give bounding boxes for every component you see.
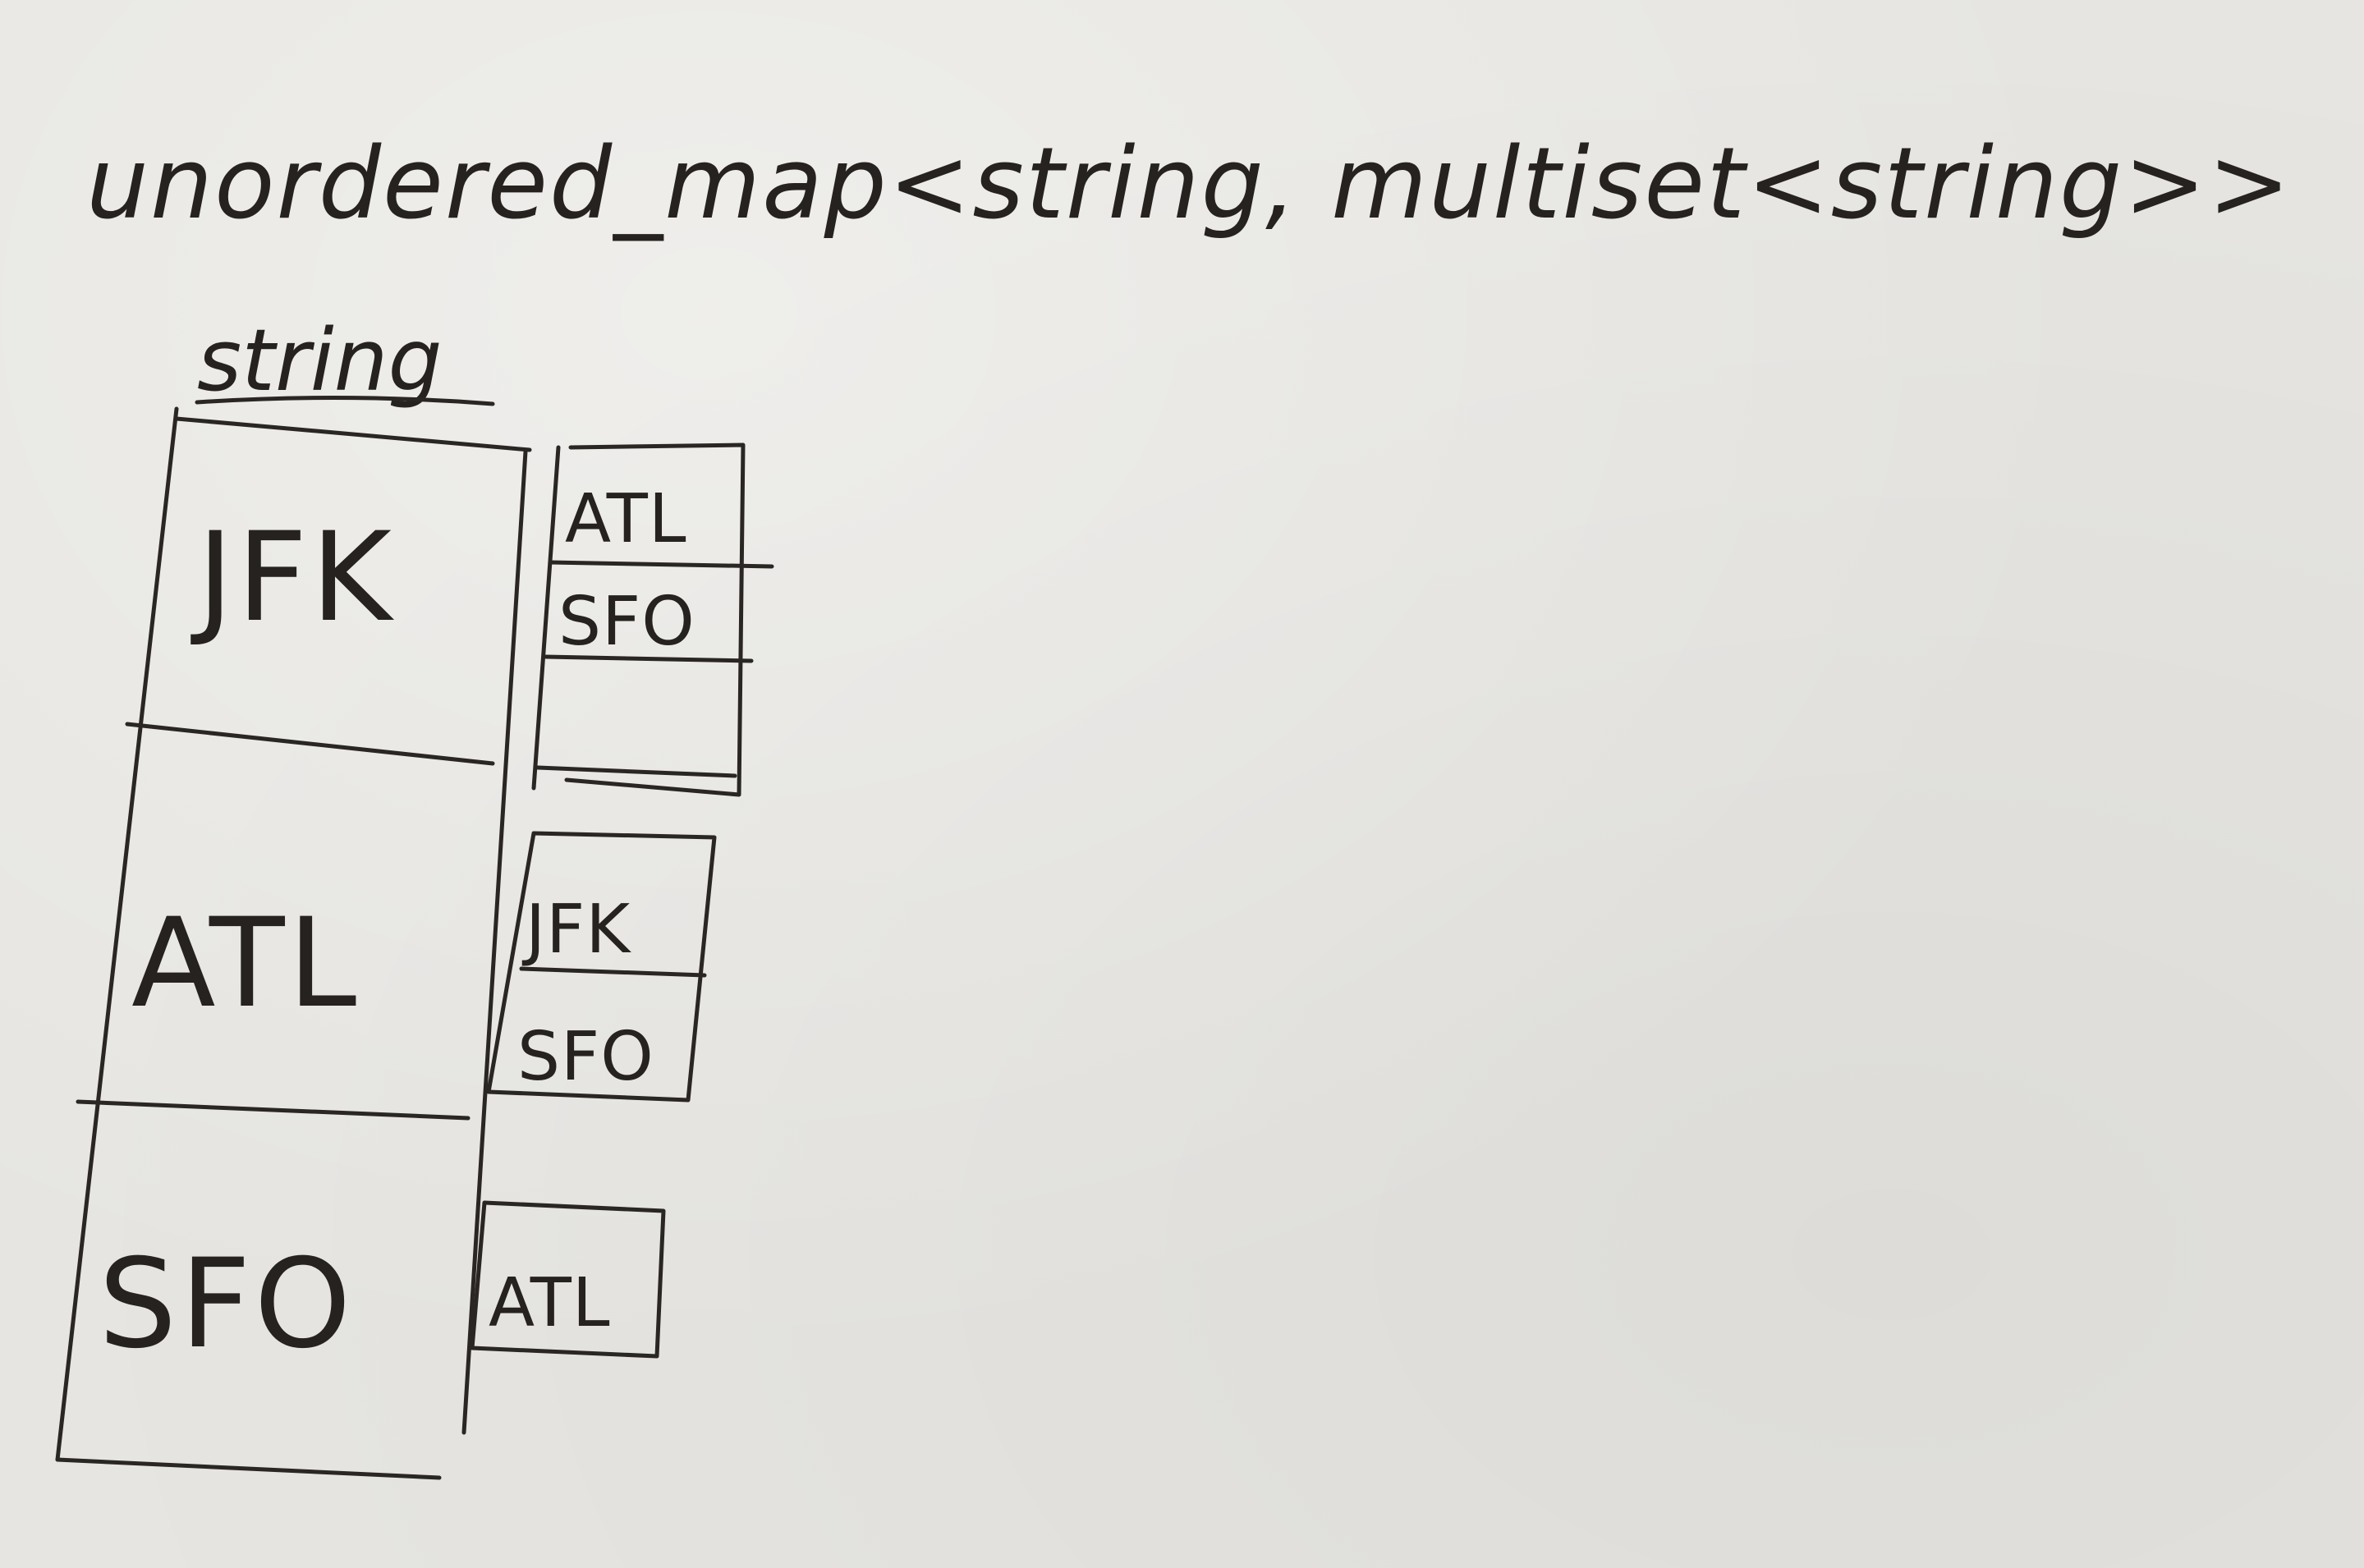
diagram-title: unordered_map<string, multiset<string>>	[86, 127, 2292, 241]
multiset-sfo-value-atl: ATL	[489, 1264, 611, 1342]
key-column-header: string	[197, 310, 443, 410]
key-column-left-border	[55, 406, 179, 1462]
map-key-atl: ATL	[131, 892, 360, 1035]
multiset-jfk-left-border	[531, 445, 561, 791]
multiset-jfk-divider-3	[535, 765, 737, 778]
key-column-right-border	[461, 449, 528, 1435]
multiset-atl-divider-1	[519, 966, 707, 978]
key-column-top-border	[174, 416, 532, 452]
multiset-jfk-outline	[564, 442, 746, 797]
multiset-atl: JFK SFO	[486, 831, 717, 1103]
multiset-atl-outline	[486, 831, 717, 1103]
key-row-divider-2	[76, 1099, 471, 1121]
multiset-atl-value-sfo: SFO	[517, 1018, 654, 1096]
map-key-sfo: SFO	[99, 1233, 355, 1376]
multiset-sfo: ATL	[470, 1200, 666, 1359]
key-row-divider-1	[125, 722, 495, 766]
multiset-jfk-divider-1	[548, 560, 774, 569]
multiset-jfk-value-atl: ATL	[565, 480, 687, 558]
multiset-atl-value-jfk: JFK	[521, 891, 631, 969]
multiset-sfo-outline	[470, 1200, 666, 1359]
multiset-jfk-divider-2	[544, 654, 754, 663]
multiset-jfk-value-sfo: SFO	[558, 583, 695, 661]
map-key-jfk: JFK	[190, 507, 395, 649]
multiset-jfk: ATL SFO	[531, 442, 774, 797]
header-underline	[195, 395, 495, 406]
key-column-bottom-border	[55, 1457, 442, 1480]
